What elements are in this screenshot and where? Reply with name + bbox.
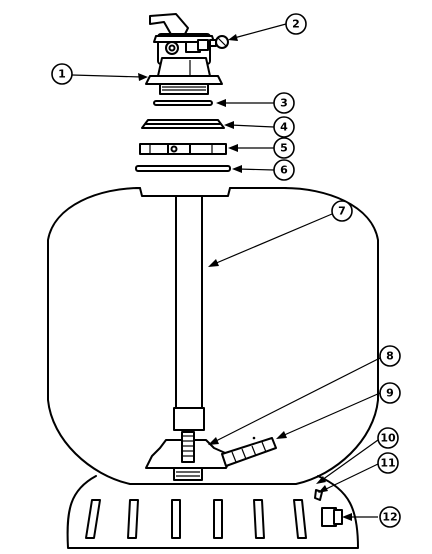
callout-9: 9 — [379, 382, 401, 404]
callout-11: 11 — [377, 452, 399, 474]
callout-10: 10 — [377, 427, 399, 449]
callout-8: 8 — [379, 345, 401, 367]
callout-label-2: 2 — [292, 18, 300, 31]
callout-4: 4 — [273, 116, 295, 138]
tank-gasket — [135, 165, 231, 172]
callout-label-9: 9 — [386, 387, 394, 400]
callout-label-7: 7 — [338, 205, 346, 218]
lateral-arm — [221, 437, 277, 467]
callout-6: 6 — [273, 159, 295, 181]
lateral-hub — [145, 431, 233, 481]
callout-2: 2 — [285, 13, 307, 35]
callout-label-5: 5 — [280, 142, 288, 155]
valve-o-ring — [153, 100, 213, 106]
drain-plug-assembly — [314, 489, 343, 527]
callout-3: 3 — [273, 92, 295, 114]
locking-collar — [139, 143, 227, 155]
leader-lines — [71, 23, 381, 521]
callout-5: 5 — [273, 137, 295, 159]
callout-label-8: 8 — [386, 350, 394, 363]
callout-label-10: 10 — [380, 432, 396, 445]
callout-label-11: 11 — [380, 457, 395, 470]
filter-tank — [47, 187, 379, 485]
pressure-gauge — [209, 35, 229, 49]
callout-7: 7 — [331, 200, 353, 222]
callout-label-1: 1 — [58, 68, 66, 81]
clamp-ring — [141, 119, 225, 129]
callout-label-12: 12 — [382, 511, 397, 524]
callout-1: 1 — [51, 63, 73, 85]
base-stand — [66, 475, 359, 549]
multiport-valve — [145, 13, 223, 95]
standpipe — [173, 195, 205, 431]
callout-label-6: 6 — [280, 164, 288, 177]
callout-12: 12 — [379, 506, 401, 528]
callout-label-4: 4 — [280, 121, 288, 134]
callout-label-3: 3 — [280, 97, 288, 110]
